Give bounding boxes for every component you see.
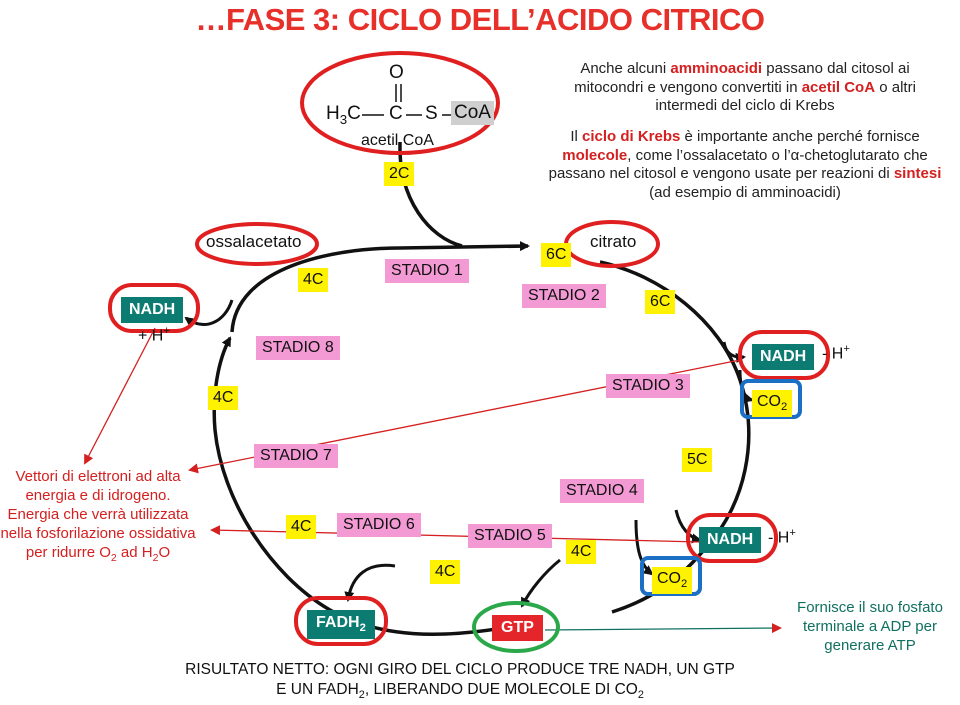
nadh-bottom: NADH (699, 527, 762, 553)
note-line-gtp (544, 623, 782, 634)
footer-text: E UN FADH (276, 681, 359, 698)
stage-8: STADIO 8 (256, 336, 340, 360)
footer-text: , LIBERANDO DUE MOLECOLE DI CO (364, 681, 638, 698)
stage-5: STADIO 5 (468, 524, 552, 548)
h-plus-right: - H+ (822, 343, 850, 363)
carbon-tag-malate: 4C (208, 386, 239, 410)
page-title: …FASE 3: CICLO DELL’ACIDO CITRICO (195, 2, 765, 37)
subscript: 2 (637, 689, 644, 702)
h-atom: H (326, 103, 340, 124)
sulfur-atom: S (425, 103, 438, 124)
text-span: , come l’ossalacetato o l’α-chetoglutara… (548, 146, 928, 183)
highlight-text: amminoacidi (670, 60, 763, 77)
gtp: GTP (492, 615, 543, 641)
nadh-arrow-left (184, 299, 234, 327)
text-span: Anche alcuni (580, 60, 671, 77)
h-text: H (777, 529, 790, 547)
note-text: Vettori di elettroni ad alta energia e d… (15, 468, 181, 504)
subscript: 2 (359, 622, 366, 635)
plus-sup: + (843, 343, 850, 355)
highlight-text: sintesi (893, 165, 942, 182)
carbon-tag-isocitrate: 6C (645, 290, 676, 314)
co2-arrow-bottom (634, 519, 654, 576)
h-text: H (831, 345, 844, 363)
fadh-arrow (344, 563, 396, 602)
stage-4: STADIO 4 (560, 479, 644, 503)
nadh-left-highlight (108, 283, 200, 333)
subscript: 2 (152, 552, 159, 564)
acetylcoa-label: acetil CoA (361, 132, 434, 149)
oxaloacetate-label: ossalacetato (206, 232, 302, 251)
acetylcoa-carbons: 2C (384, 162, 415, 186)
co2-text: CO (757, 393, 781, 410)
text-span: o altri intermedi del ciclo di Krebs (655, 78, 916, 115)
note-gtp: Fornisce il suo fosfato terminale a ADP … (797, 599, 943, 654)
subscript: 2 (358, 689, 365, 702)
carbonyl-carbon: C (389, 103, 403, 124)
intro-paragraph-1: Anche alcuni amminoacidi passano dal cit… (545, 60, 945, 116)
carbon-tag-fumarate: 4C (286, 515, 317, 539)
double-bond-icon (395, 84, 402, 102)
subscript: 2 (110, 552, 117, 564)
fadh-text: FADH (316, 614, 360, 631)
nadh-arrow-bottom (674, 509, 702, 544)
oxaloacetate-highlight (195, 222, 319, 266)
citrate-label: citrato (590, 232, 637, 251)
note-text: ad H (116, 544, 153, 561)
carbon-tag-succinate: 4C (430, 560, 461, 584)
co2-bottom: CO2 (652, 567, 693, 595)
text-span: è importante anche perché fornisce (680, 128, 920, 145)
methyl-group: H3C (326, 103, 361, 127)
carbon-tag-oxaloacetate: 4C (298, 268, 329, 292)
text-span: (ad esempio di amminoacidi) (649, 183, 841, 201)
footer-line-1: RISULTATO NETTO: OGNI GIRO DEL CICLO PRO… (185, 661, 735, 678)
h-text: + H (138, 327, 164, 345)
subscript: 2 (681, 578, 688, 591)
note-electron-carriers: Vettori di elettroni ad alta energia e d… (0, 467, 196, 568)
oxygen-atom: O (389, 62, 404, 83)
cycle-arc-top (230, 241, 530, 333)
note-text: O (158, 544, 171, 561)
text-span: passano dal citosol ai mitocondri e veng… (574, 60, 910, 96)
highlight-text: acetil CoA (801, 78, 876, 96)
gtp-highlight (472, 601, 560, 653)
highlight-text: molecole (562, 146, 628, 164)
subscript: 2 (781, 401, 788, 414)
carbon-tag-citrate: 6C (541, 243, 572, 267)
c-atom: C (347, 103, 361, 124)
fadh-highlight (294, 596, 388, 646)
nadh-bottom-highlight (686, 513, 778, 563)
intro-paragraph-2: Il ciclo di Krebs è importante anche per… (545, 128, 945, 202)
nadh-right-highlight (738, 330, 830, 380)
note-line-1 (84, 327, 156, 465)
cycle-arc-bottom (212, 336, 521, 637)
co2-right: CO2 (752, 390, 793, 418)
stage-3: STADIO 3 (606, 374, 690, 398)
gtp-arrow (520, 558, 561, 608)
highlight-text: ciclo di Krebs (581, 128, 681, 145)
h-plus-bottom: - H+ (768, 527, 796, 547)
acetylcoa-arrow (398, 141, 463, 248)
coa-group: CoA (451, 101, 494, 125)
acetylcoa-highlight (300, 51, 500, 155)
plus-sup: + (163, 325, 170, 337)
h-plus-left: + H+ (138, 325, 170, 345)
co2-text: CO (657, 570, 681, 587)
footer-line-2: E UN FADH2, LIBERANDO DUE MOLECOLE DI CO… (140, 680, 780, 705)
note-text: Energia che verrà utilizzata nella fosfo… (0, 506, 196, 561)
stage-1: STADIO 1 (385, 259, 469, 283)
stage-6: STADIO 6 (337, 513, 421, 537)
stage-2: STADIO 2 (522, 284, 606, 308)
subscript: 3 (339, 111, 348, 127)
nadh-right: NADH (752, 344, 815, 370)
nadh-left: NADH (121, 297, 184, 323)
plus-sup: + (789, 527, 796, 539)
carbon-tag-succinylcoa: 4C (566, 540, 597, 564)
text-span: Il (570, 128, 582, 145)
stage-7: STADIO 7 (254, 444, 338, 468)
fadh2: FADH2 (307, 610, 375, 640)
carbon-tag-akg: 5C (682, 448, 713, 472)
